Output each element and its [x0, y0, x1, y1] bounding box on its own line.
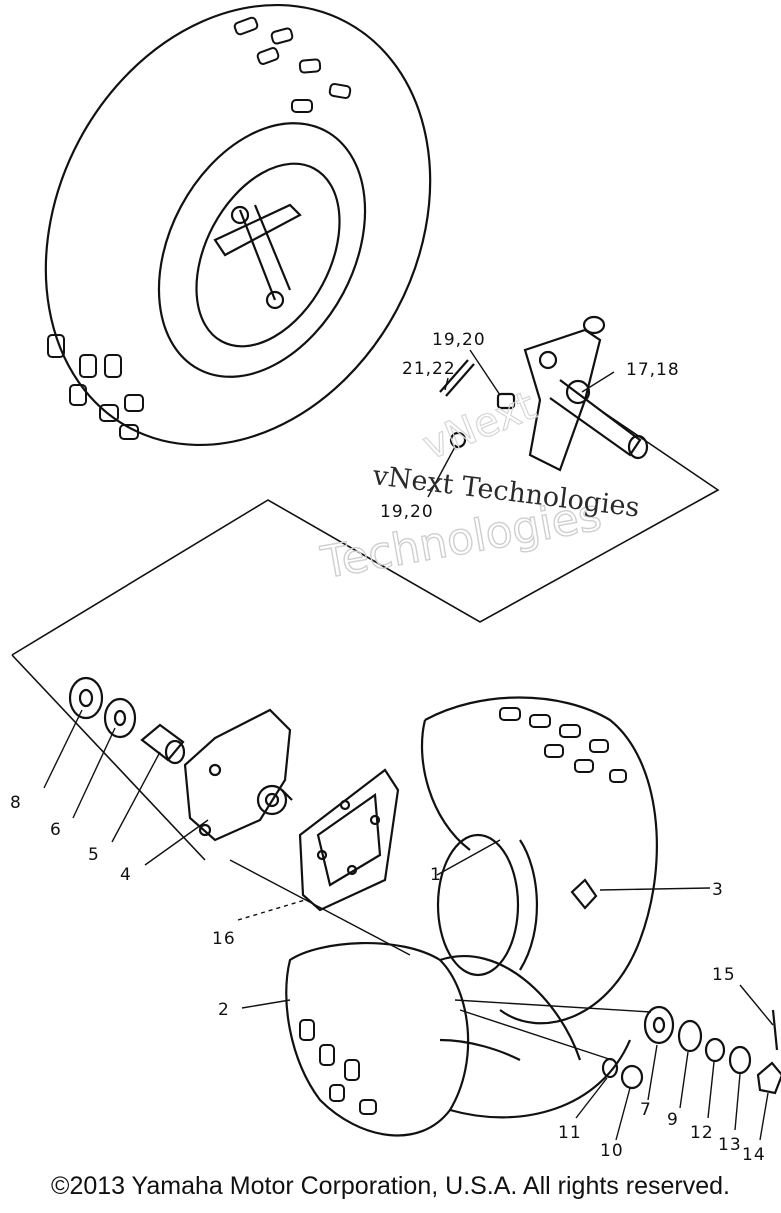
callout-12: 12 — [690, 1123, 714, 1143]
hub-plate-16 — [298, 768, 400, 912]
callout-13: 13 — [718, 1135, 742, 1155]
callout-19-20-bottom: 19,20 — [380, 502, 434, 522]
bearing-6 — [103, 697, 137, 739]
bearing-seal-parts-left — [68, 676, 400, 912]
spacer-5 — [140, 723, 185, 762]
assembled-wheel-illustration — [44, 3, 432, 447]
oil-seal-8 — [68, 676, 104, 720]
exploded-plane-outline — [11, 411, 720, 861]
steering-knuckle-illustration — [439, 315, 649, 472]
callout-6: 6 — [50, 820, 62, 840]
callout-9: 9 — [667, 1110, 679, 1130]
callout-labels: 8 6 5 4 16 2 1 3 11 10 7 9 12 13 14 15 1… — [10, 330, 766, 1165]
callout-5: 5 — [88, 845, 100, 865]
callout-2: 2 — [218, 1000, 230, 1020]
callout-19-20-top: 19,20 — [432, 330, 486, 350]
callout-17-18: 17,18 — [626, 360, 680, 380]
callout-1: 1 — [430, 865, 442, 885]
callout-14: 14 — [742, 1145, 766, 1165]
watermark: Technologies vNext vNext Technologies — [316, 382, 641, 589]
callout-4: 4 — [120, 865, 132, 885]
callout-3: 3 — [712, 880, 724, 900]
callout-10: 10 — [600, 1141, 624, 1161]
callout-15: 15 — [712, 965, 736, 985]
callout-16: 16 — [212, 929, 236, 949]
leader-lines — [43, 349, 774, 1141]
bearing-seal-parts-right — [601, 1005, 781, 1095]
copyright-notice: ©2013 Yamaha Motor Corporation, U.S.A. A… — [51, 1172, 730, 1200]
wheel-hub-4 — [183, 708, 293, 842]
callout-21-22: 21,22 — [402, 359, 456, 379]
callout-11: 11 — [558, 1123, 582, 1143]
callout-8: 8 — [10, 793, 22, 813]
tire-rim-halves — [285, 696, 658, 1137]
svg-text:vNext: vNext — [417, 383, 543, 469]
callout-7: 7 — [640, 1100, 652, 1120]
